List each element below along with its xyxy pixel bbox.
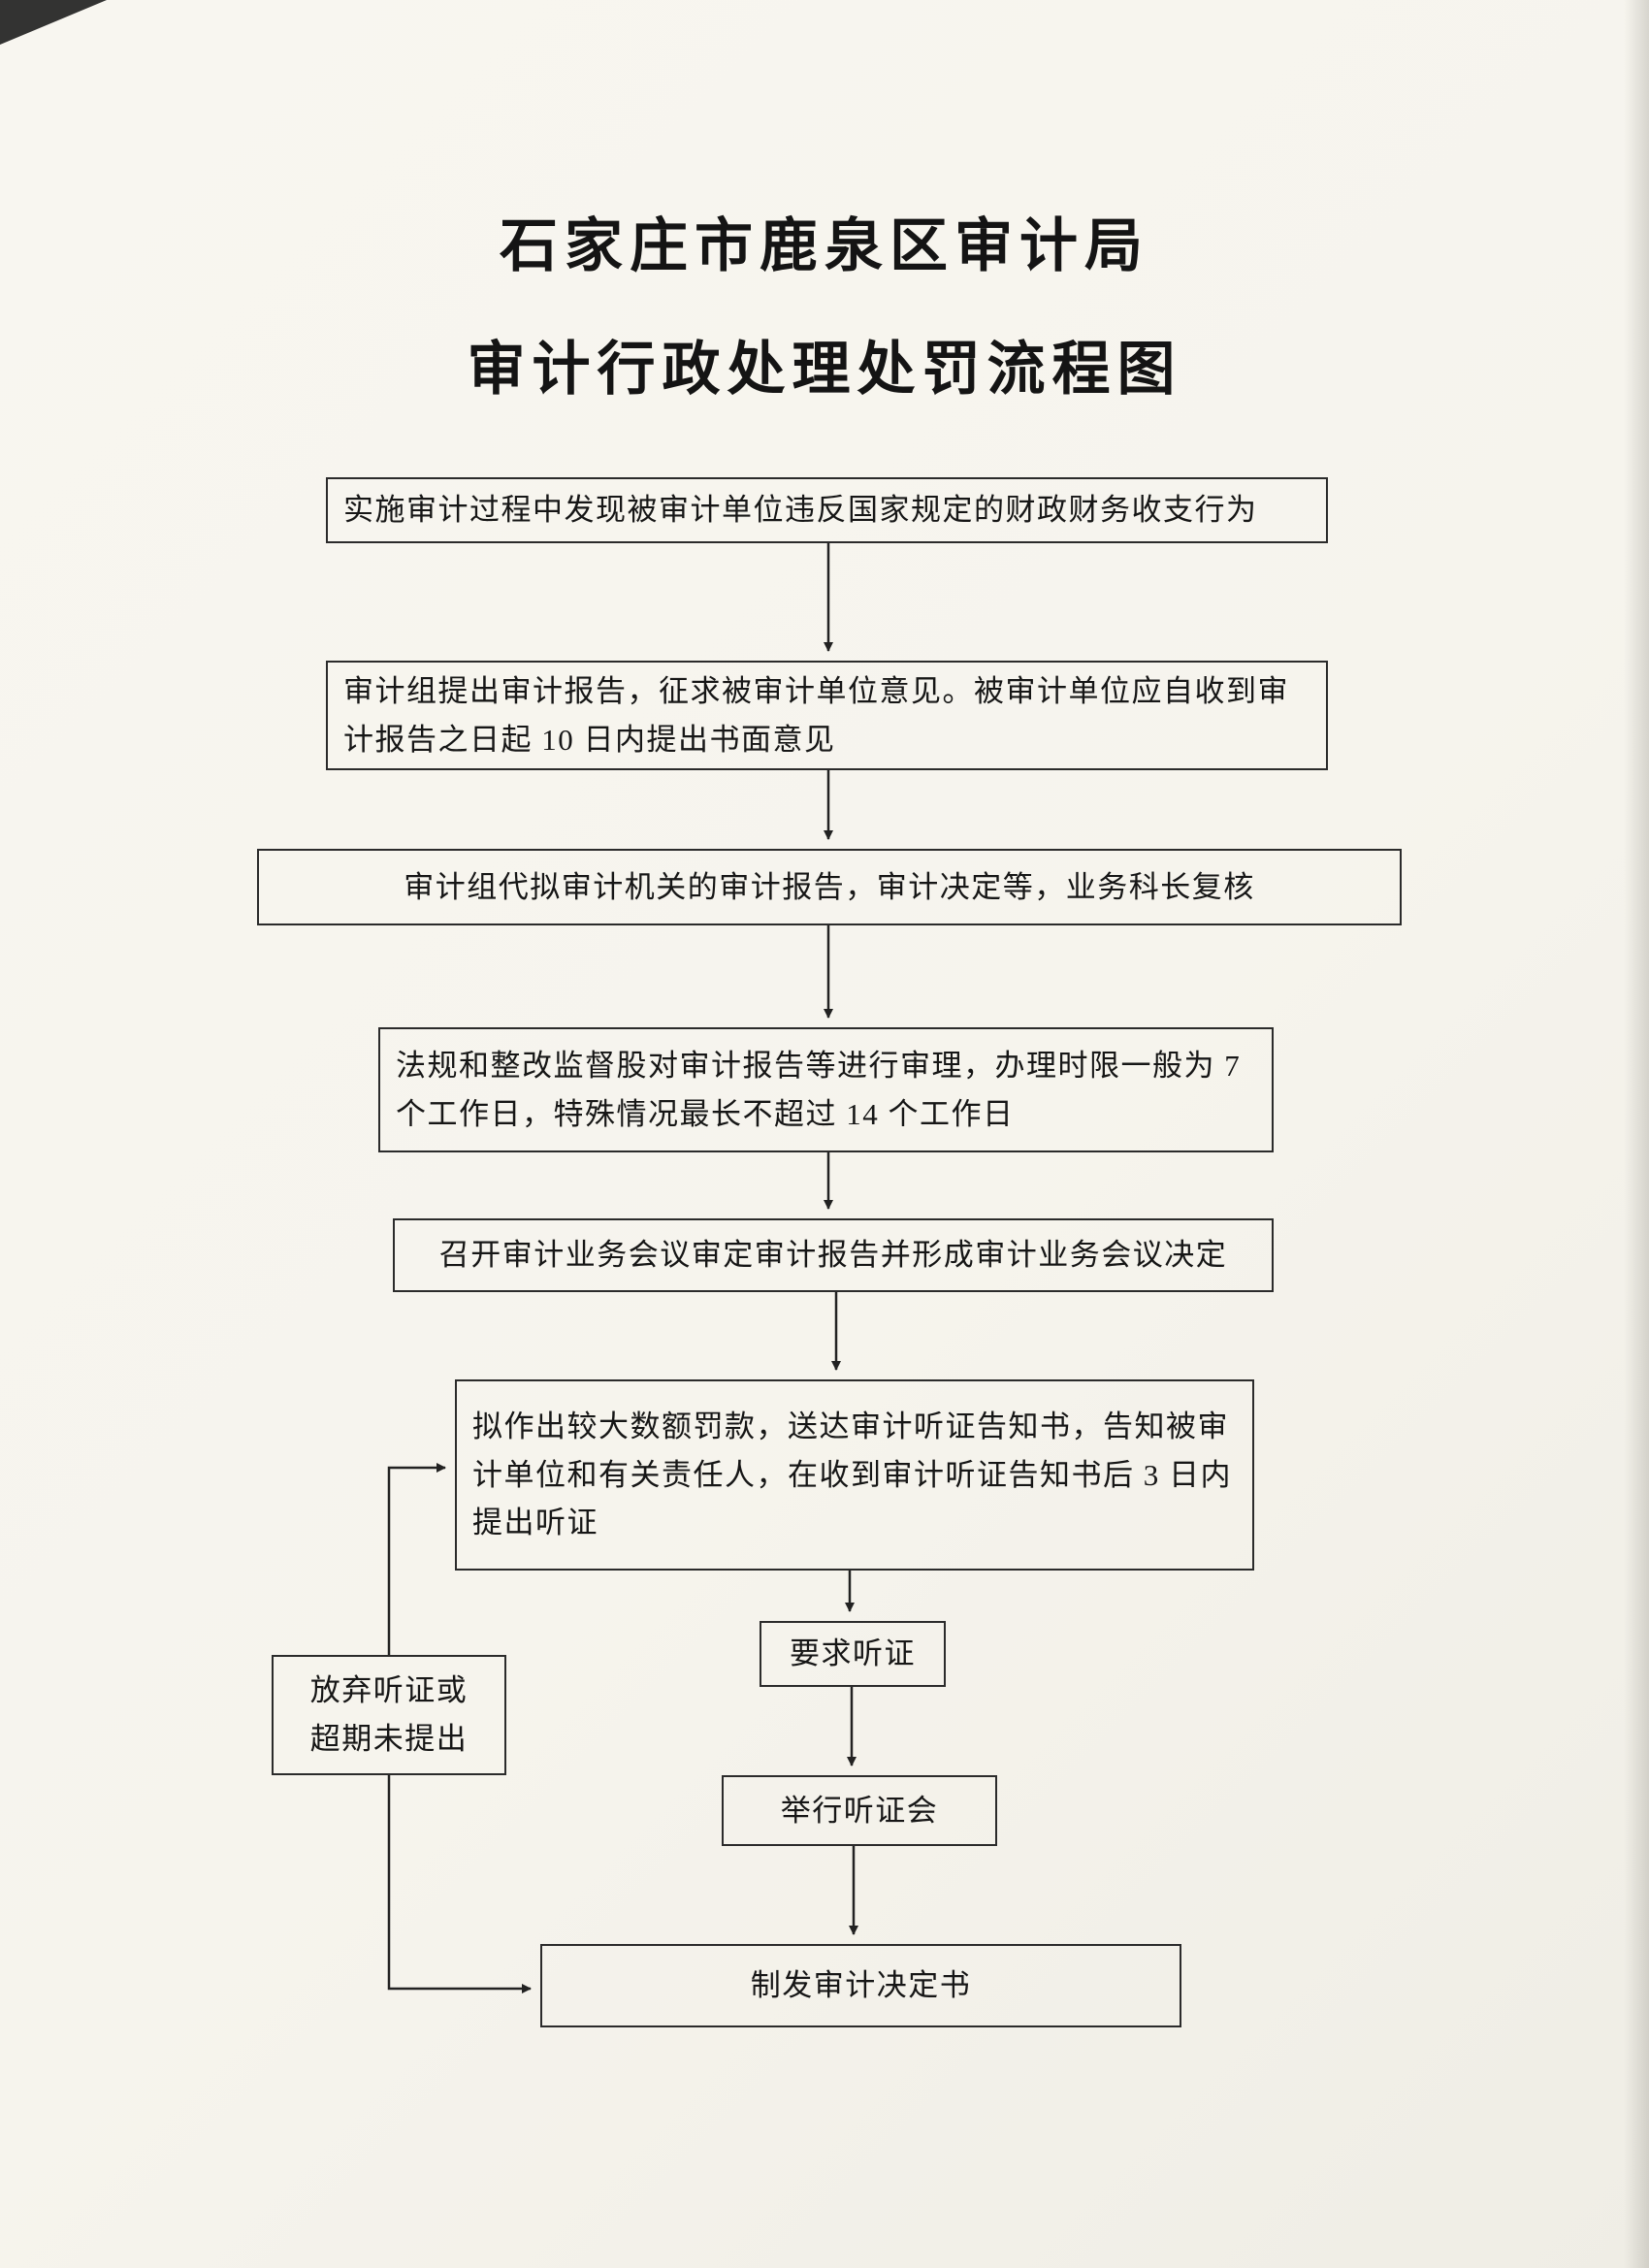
document-title-line2: 审计行政处理处罚流程图	[467, 338, 1182, 402]
flow-node-step3: 审计组代拟审计机关的审计报告，审计决定等，业务科长复核	[257, 849, 1402, 925]
scan-corner-artifact	[0, 0, 107, 45]
flow-node-step4: 法规和整改监督股对审计报告等进行审理，办理时限一般为 7 个工作日，特殊情况最长…	[378, 1027, 1274, 1152]
flow-node-step7-request-hearing: 要求听证	[760, 1621, 946, 1687]
flow-node-step9-issue-decision: 制发审计决定书	[540, 1944, 1181, 2027]
flow-node-branch-waive-hearing: 放弃听证或 超期未提出	[272, 1655, 506, 1775]
flow-node-step6: 拟作出较大数额罚款，送达审计听证告知书，告知被审计单位和有关责任人，在收到审计听…	[455, 1379, 1254, 1571]
arrow-branch-step6	[387, 1463, 446, 1655]
flow-node-step5: 召开审计业务会议审定审计报告并形成审计业务会议决定	[393, 1218, 1274, 1292]
arrow-branch-step9	[387, 1775, 532, 1993]
flow-node-step2: 审计组提出审计报告，征求被审计单位意见。被审计单位应自收到审计报告之日起 10 …	[326, 661, 1328, 770]
branch-text-line2: 超期未提出	[309, 1722, 469, 1756]
document-title-line1: 石家庄市鹿泉区审计局	[500, 214, 1149, 278]
branch-text: 放弃听证或 超期未提出	[310, 1667, 469, 1763]
flow-node-step1: 实施审计过程中发现被审计单位违反国家规定的财政财务收支行为	[326, 477, 1328, 543]
scan-edge-shade	[1624, 0, 1649, 2268]
branch-text-line1: 放弃听证或	[309, 1673, 469, 1708]
flow-node-step8-hold-hearing: 举行听证会	[722, 1775, 997, 1846]
